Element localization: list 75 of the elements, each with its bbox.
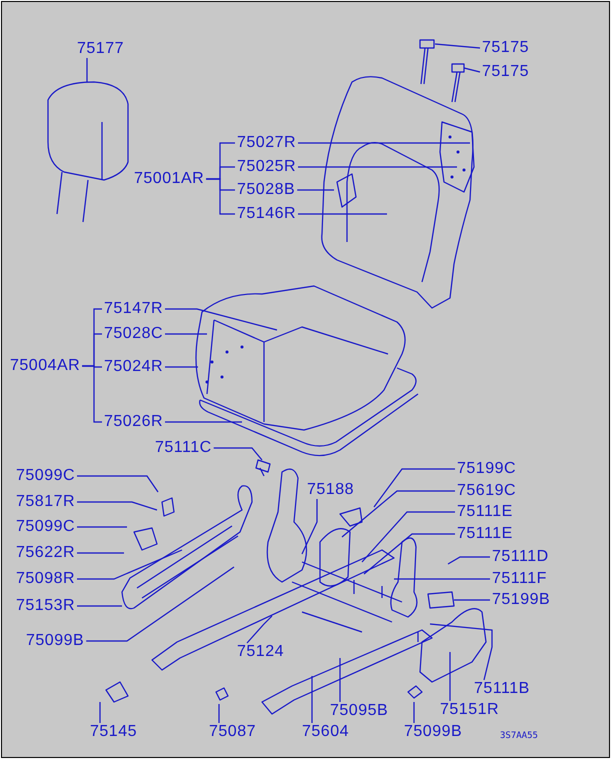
bracket-line (82, 365, 102, 423)
leader-line (362, 511, 455, 562)
leader-line (448, 556, 490, 565)
part-number: 75095B (330, 702, 388, 720)
leader-line (77, 475, 158, 492)
part-number: 75124 (237, 643, 284, 661)
part-number: 75024R (104, 358, 164, 376)
leader-line (165, 366, 198, 368)
part-number: 75028C (104, 325, 164, 343)
leader-line (77, 605, 122, 607)
part-number: 75151R (440, 701, 500, 719)
leader-line (311, 676, 313, 723)
leader-line (77, 549, 182, 580)
part-number: 75153R (16, 597, 76, 615)
leader-line (413, 702, 415, 723)
part-number: 75027R (237, 134, 296, 152)
part-number: 75199C (457, 460, 516, 478)
part-number: 75099C (16, 467, 76, 485)
leader-line (342, 490, 455, 538)
part-number: 75199B (492, 591, 550, 609)
leader-line (449, 652, 451, 701)
leader-line (246, 616, 272, 644)
leader-line (77, 501, 158, 511)
leader-line (86, 58, 88, 82)
part-number: 75145 (90, 723, 137, 741)
leader-line (297, 189, 334, 191)
leader-line (298, 166, 457, 168)
leader-line (77, 526, 127, 528)
part-number: 75001AR (134, 170, 204, 188)
leader-line (165, 333, 207, 335)
part-number: 75111C (155, 439, 212, 457)
leader-line (214, 447, 262, 460)
part-number: 75099C (16, 518, 76, 536)
leader-line (434, 43, 480, 49)
part-number: 75099B (404, 723, 462, 741)
part-number: 75111E (457, 503, 513, 521)
leader-line (165, 421, 242, 423)
part-number: 75028B (237, 181, 296, 199)
part-number: 75817R (16, 493, 76, 511)
leader-line (298, 142, 470, 144)
part-number: 75004AR (10, 357, 80, 375)
part-number: 75604 (302, 723, 349, 741)
part-number: 75111E (457, 525, 513, 543)
part-number: 75175 (482, 63, 529, 81)
leader-line (464, 67, 480, 73)
leader-line (99, 702, 101, 723)
part-number: 75188 (307, 481, 354, 499)
part-number: 75147R (104, 300, 164, 318)
leader-line (374, 468, 455, 508)
leader-line (364, 533, 455, 574)
part-number: 75111B (474, 680, 530, 698)
part-number: 75619C (457, 482, 516, 500)
part-number: 75622R (16, 544, 76, 562)
leader-line (165, 308, 278, 331)
part-number: 75111D (492, 548, 549, 566)
part-number: 75026R (104, 413, 164, 431)
leader-line (394, 578, 490, 580)
part-number: 75146R (237, 205, 296, 223)
leader-line (77, 552, 124, 554)
bracket-line (206, 178, 235, 215)
part-number: 75098R (16, 570, 76, 588)
part-number: 75025R (237, 158, 296, 176)
leader-line (218, 704, 220, 723)
part-number: 75111F (492, 570, 547, 588)
leader-line (339, 658, 341, 702)
part-number: 75099B (26, 632, 84, 650)
part-number: 75175 (482, 39, 529, 57)
leader-line (301, 499, 318, 554)
part-number: 75087 (209, 723, 256, 741)
part-number: 75177 (77, 40, 124, 58)
leader-line (430, 623, 493, 680)
leader-line (298, 213, 387, 215)
drawing-code: 3S7AA55 (500, 731, 538, 741)
leader-line (86, 566, 234, 642)
leader-line (454, 599, 490, 601)
